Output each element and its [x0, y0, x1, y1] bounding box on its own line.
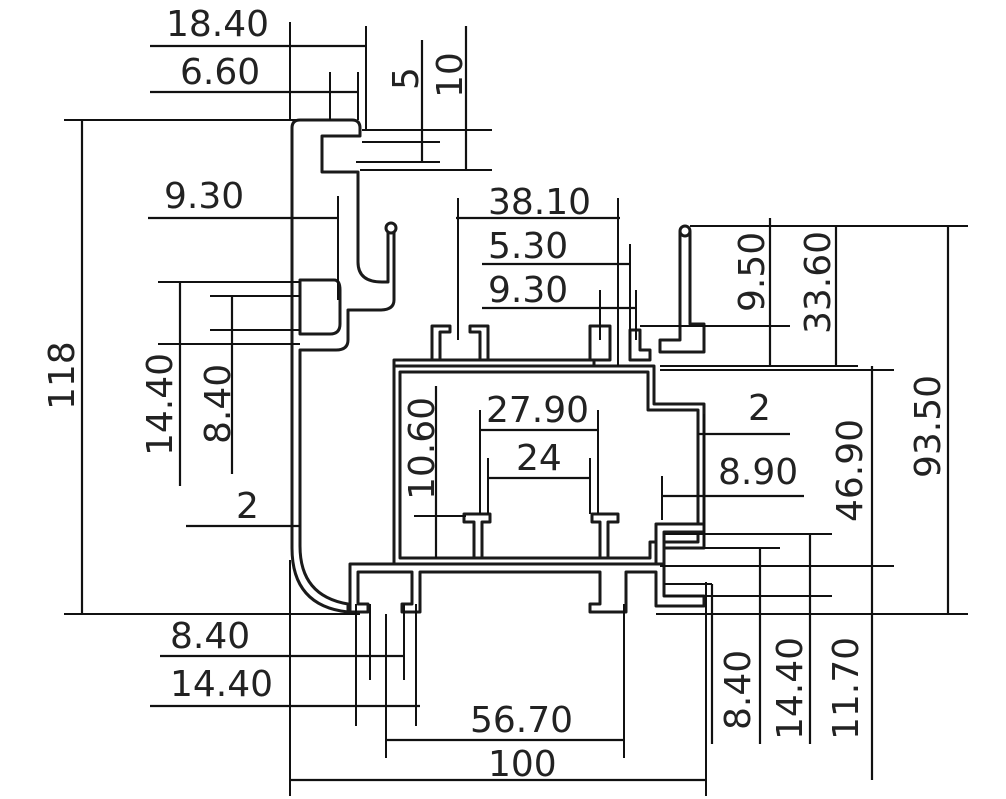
bottom-rail: [348, 562, 706, 614]
dim-8-40-left: 8.40: [198, 364, 239, 444]
top-groove-right: [588, 324, 612, 362]
dim-93-50: 93.50: [908, 375, 949, 478]
sash-top-rail: [392, 358, 596, 368]
dim-38-10: 38.10: [488, 182, 591, 223]
dim-5-30: 5.30: [488, 226, 568, 267]
top-groove-left: [430, 324, 452, 362]
dim-8-40-bottom: 8.40: [170, 616, 250, 657]
dim-2-left: 2: [236, 486, 259, 527]
dim-2-right: 2: [748, 388, 771, 429]
dim-118: 118: [42, 341, 83, 410]
dim-27-90: 27.90: [486, 390, 589, 431]
dim-33-60: 33.60: [798, 231, 839, 334]
dim-18-40: 18.40: [166, 4, 269, 45]
hook-bulb-top-left: [384, 221, 398, 235]
dim-10-60: 10.60: [402, 397, 443, 500]
dim-56-70: 56.70: [470, 700, 573, 741]
hook-bulb-top-right: [678, 224, 692, 238]
dim-9-30-left: 9.30: [164, 176, 244, 217]
dim-46-90: 46.90: [830, 419, 871, 522]
dim-8-90: 8.90: [718, 452, 798, 493]
left-frame-wall: [290, 118, 396, 614]
dim-24: 24: [516, 438, 562, 479]
dim-9-30-top: 9.30: [488, 270, 568, 311]
dimension-lines: [64, 22, 968, 796]
dim-14-40-left: 14.40: [140, 353, 181, 456]
inner-slot-left: [462, 512, 492, 560]
dim-10: 10: [430, 52, 471, 98]
profile-outline: [290, 118, 706, 614]
dim-14-40-right: 14.40: [770, 637, 811, 740]
dim-8-40-right: 8.40: [718, 650, 759, 730]
inner-slot-right: [590, 512, 620, 560]
dim-5: 5: [386, 67, 427, 90]
left-flange: [298, 278, 342, 336]
top-groove-far-right: [628, 328, 652, 362]
dim-6-60: 6.60: [180, 52, 260, 93]
top-groove-mid: [468, 324, 490, 362]
dim-100: 100: [488, 744, 557, 785]
right-frame-hook: [658, 230, 706, 354]
dim-9-50: 9.50: [732, 232, 773, 312]
dim-11-70: 11.70: [826, 637, 867, 740]
dimension-labels: 18.40 6.60 5 10 9.30 118 14.40 8.40 2 38…: [42, 4, 949, 785]
dim-14-40-bottom: 14.40: [170, 664, 273, 705]
